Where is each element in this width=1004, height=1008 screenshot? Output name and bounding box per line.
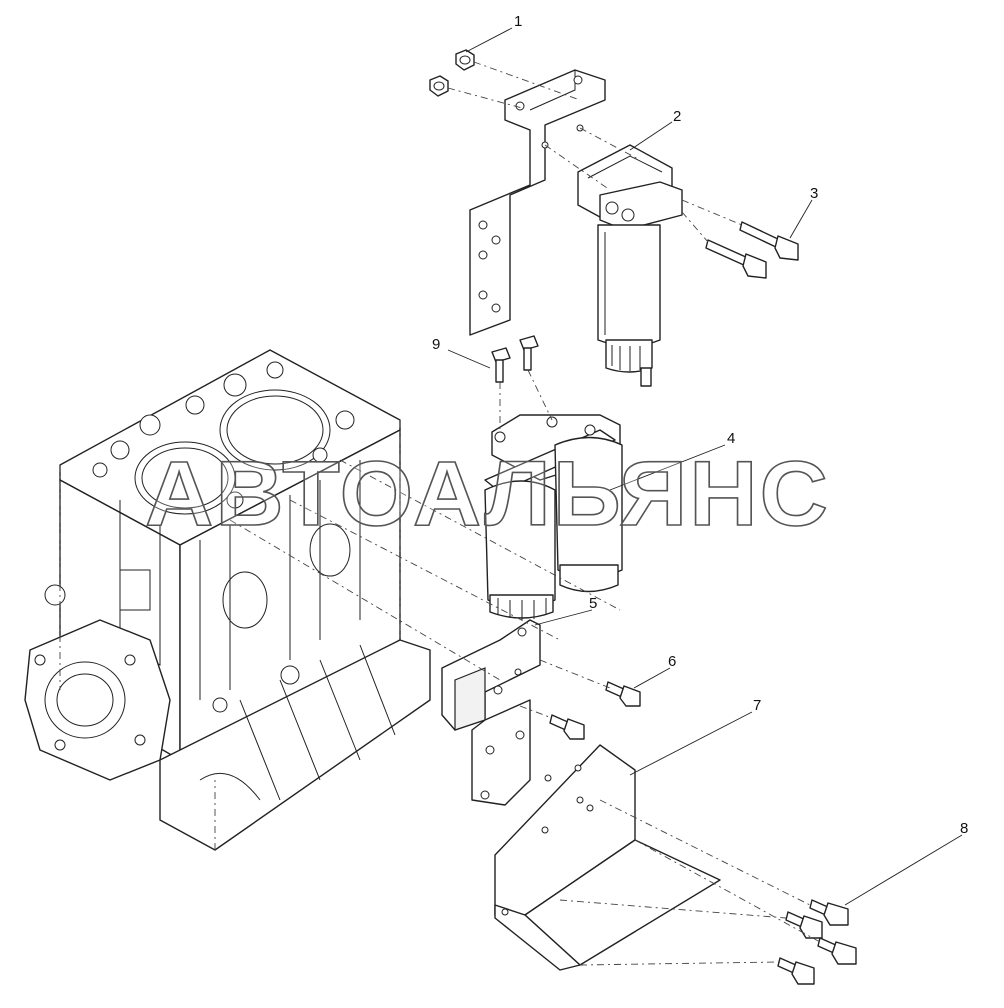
callout-3: 3 bbox=[810, 185, 818, 202]
engine-block bbox=[24, 349, 431, 851]
single-fuel-filter bbox=[577, 144, 683, 387]
twin-fuel-filter bbox=[484, 414, 623, 620]
watermark: АВТОАЛЬЯНС bbox=[145, 443, 830, 545]
callout-leaders bbox=[447, 27, 963, 906]
callout-7: 7 bbox=[753, 697, 761, 714]
assembly-centerlines bbox=[229, 61, 821, 966]
guard-bolts bbox=[777, 899, 857, 985]
callout-9: 9 bbox=[432, 336, 440, 353]
callout-1: 1 bbox=[514, 13, 522, 30]
callout-6: 6 bbox=[668, 653, 676, 670]
short-bolts bbox=[491, 335, 539, 383]
lower-bracket bbox=[441, 619, 541, 806]
callout-labels: 1 2 3 4 5 6 7 8 9 bbox=[432, 13, 968, 837]
guard-plate bbox=[494, 744, 721, 971]
callout-8: 8 bbox=[960, 820, 968, 837]
callout-2: 2 bbox=[673, 108, 681, 125]
callout-5: 5 bbox=[589, 595, 597, 612]
long-bolts bbox=[705, 221, 799, 279]
callout-4: 4 bbox=[727, 430, 735, 447]
nuts bbox=[429, 49, 475, 97]
upper-mounting-bracket bbox=[469, 69, 606, 336]
bracket-bolts bbox=[549, 681, 641, 740]
